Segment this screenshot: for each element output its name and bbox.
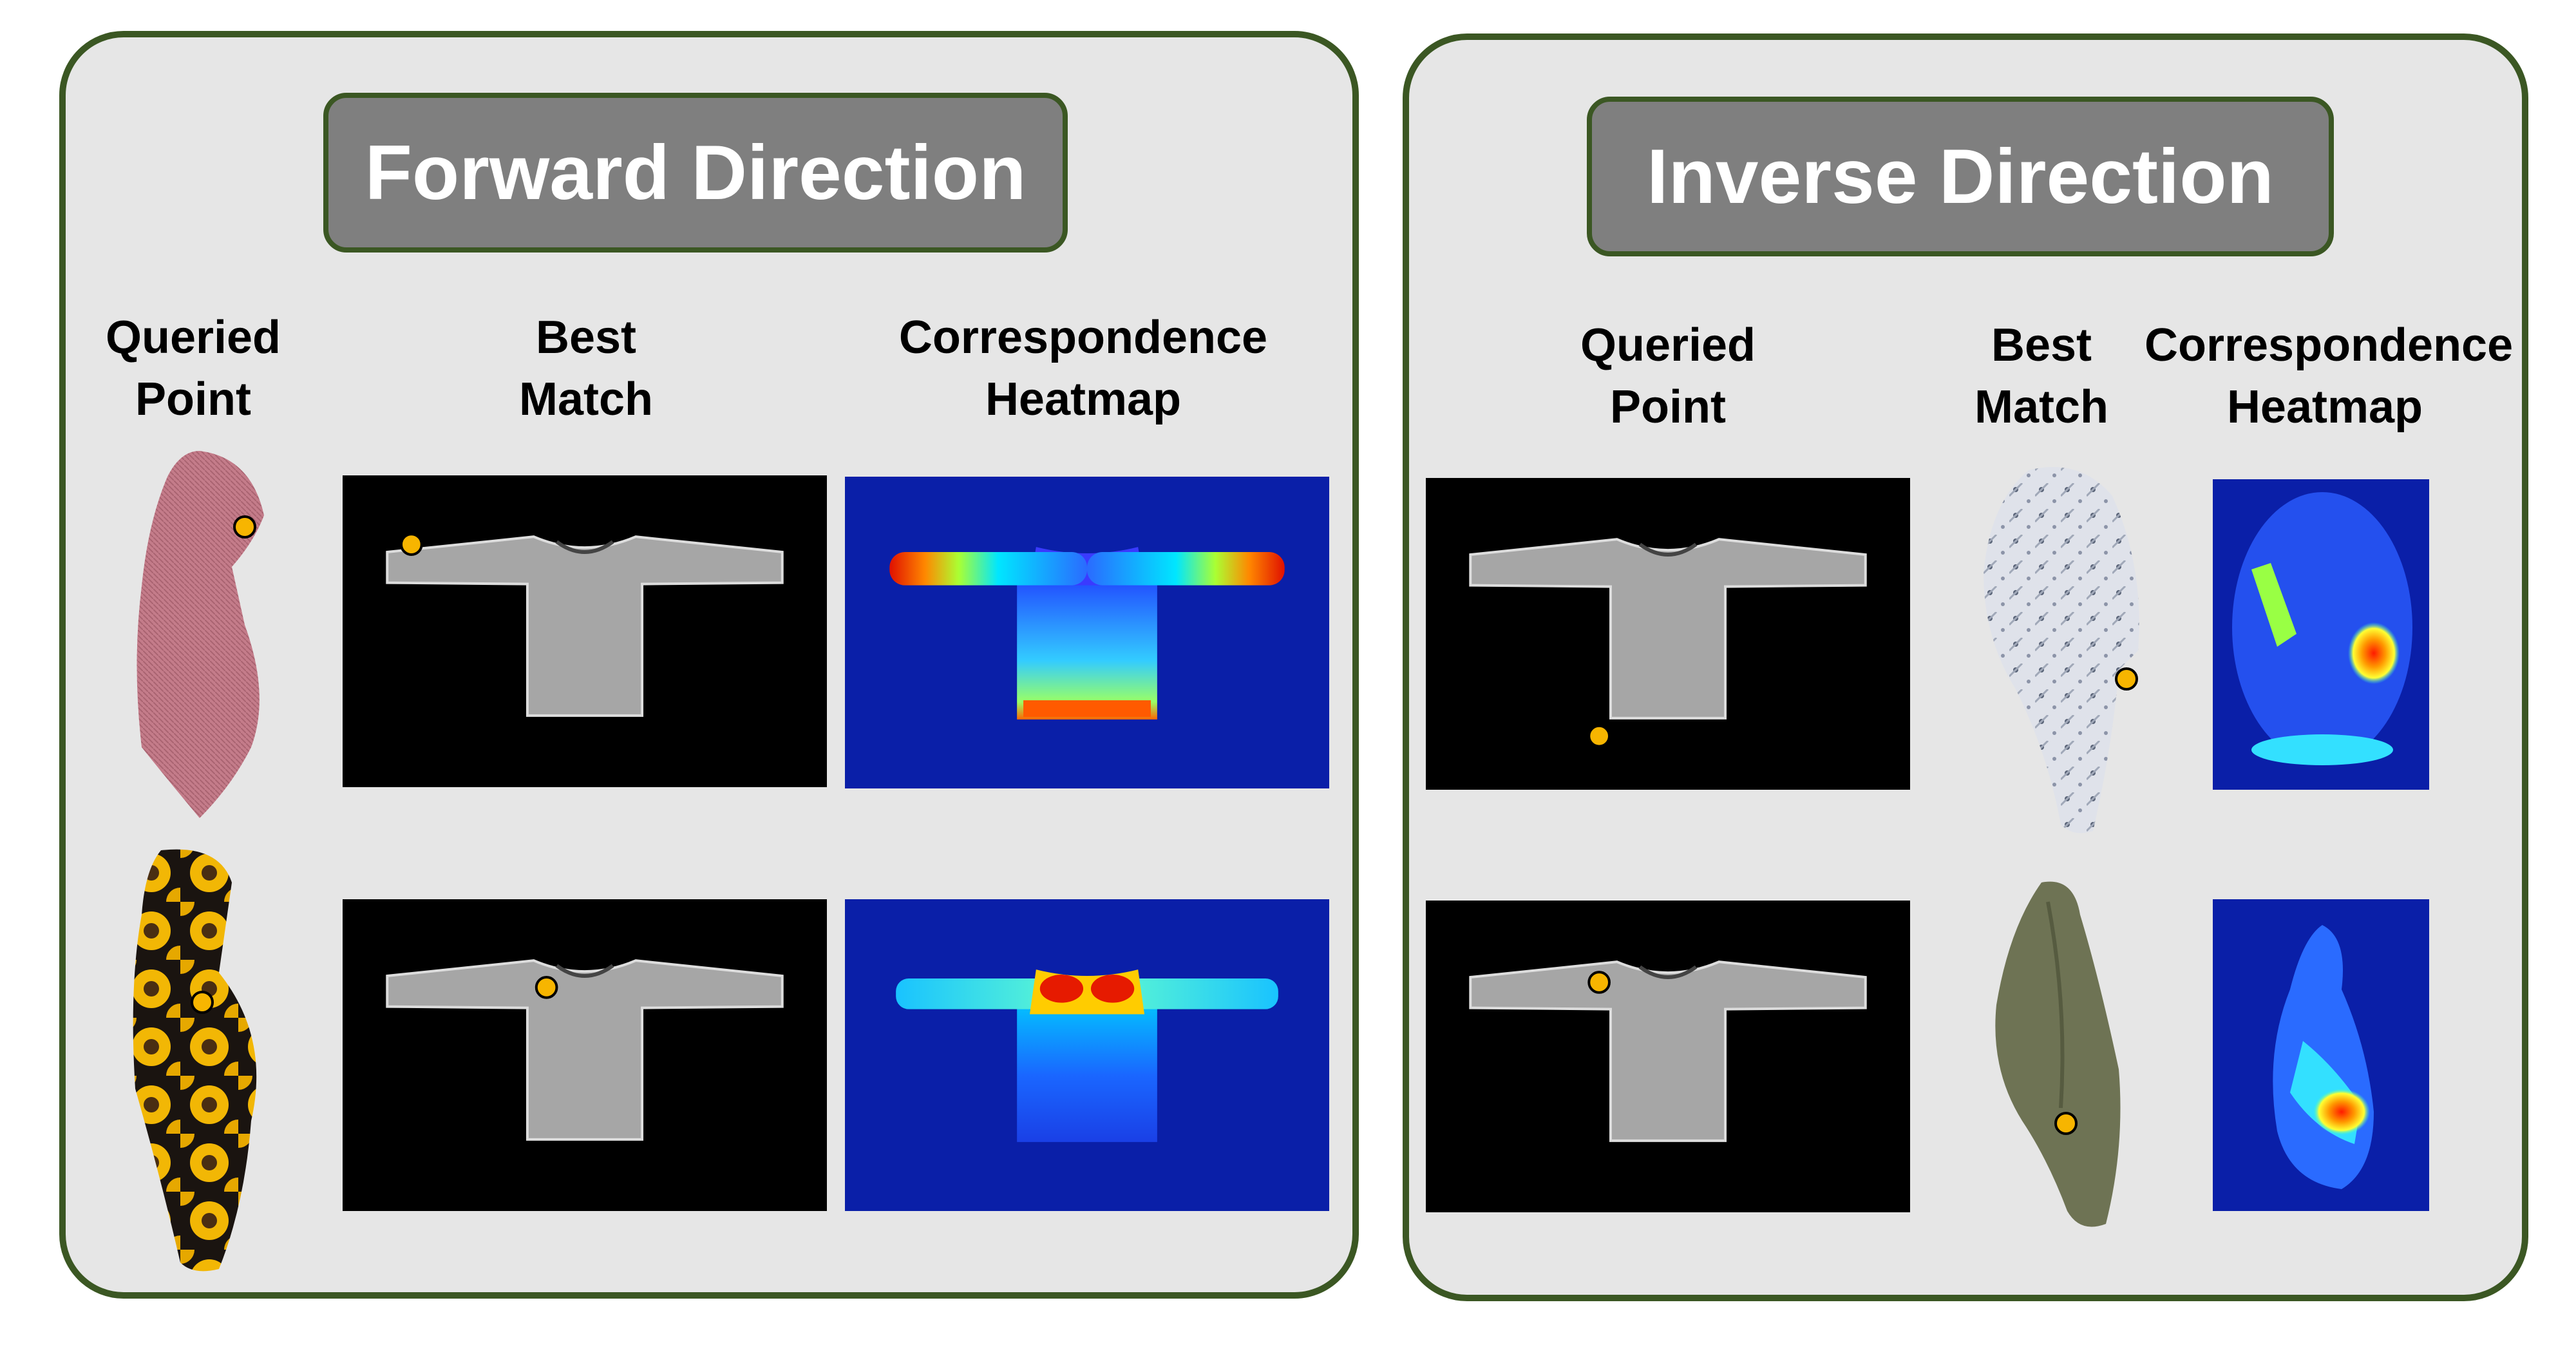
shirt-image bbox=[1426, 901, 1910, 1212]
inverse-row1-best-match bbox=[1958, 457, 2151, 844]
query-point-marker bbox=[191, 991, 214, 1014]
query-point-marker bbox=[1587, 724, 1611, 748]
inverse-row1-heatmap bbox=[2213, 479, 2429, 790]
patterned-fabric-image bbox=[1984, 467, 2139, 834]
inverse-row2-heatmap bbox=[2213, 899, 2429, 1211]
query-point-marker bbox=[233, 515, 256, 539]
shirt-image bbox=[343, 899, 827, 1211]
inverse-row1-queried-shirt bbox=[1426, 478, 1910, 790]
heatmap-image bbox=[2232, 492, 2412, 765]
forward-col-correspondence-heatmap: Correspondence Heatmap bbox=[898, 312, 1268, 425]
heatmap-image bbox=[896, 969, 1278, 1142]
pink-towel-image bbox=[137, 451, 264, 818]
forward-row1-best-match bbox=[343, 475, 827, 787]
forward-row2-queried-garment bbox=[122, 844, 283, 1282]
inverse-col-queried-point: Queried Point bbox=[1580, 320, 1756, 433]
inverse-direction-title: Inverse Direction bbox=[1587, 97, 2334, 256]
match-point-marker bbox=[400, 533, 423, 556]
olive-cloth-image bbox=[1995, 881, 2121, 1227]
inverse-col-best-match: Best Match bbox=[1974, 320, 2109, 433]
forward-row2-heatmap bbox=[845, 899, 1329, 1211]
inverse-row2-queried-shirt bbox=[1426, 901, 1910, 1212]
forward-direction-title: Forward Direction bbox=[323, 93, 1068, 253]
forward-row1-heatmap bbox=[845, 477, 1329, 788]
forward-row2-best-match bbox=[343, 899, 827, 1211]
forward-row1-queried-garment bbox=[122, 444, 283, 825]
forward-col-queried-point: Queried Point bbox=[105, 312, 281, 425]
heatmap-image bbox=[2273, 925, 2374, 1189]
forward-col-best-match: Best Match bbox=[518, 312, 654, 425]
match-point-marker bbox=[2115, 667, 2138, 691]
match-point-marker bbox=[2054, 1112, 2078, 1135]
shirt-image bbox=[343, 533, 827, 787]
match-point-marker bbox=[535, 976, 558, 999]
query-point-marker bbox=[1587, 971, 1611, 994]
heatmap-image bbox=[889, 547, 1285, 720]
shirt-image bbox=[1426, 478, 1910, 748]
inverse-row2-best-match bbox=[1971, 876, 2138, 1237]
inverse-col-correspondence-heatmap: Correspondence Heatmap bbox=[2145, 320, 2514, 433]
sunflower-fabric-image bbox=[133, 849, 257, 1272]
